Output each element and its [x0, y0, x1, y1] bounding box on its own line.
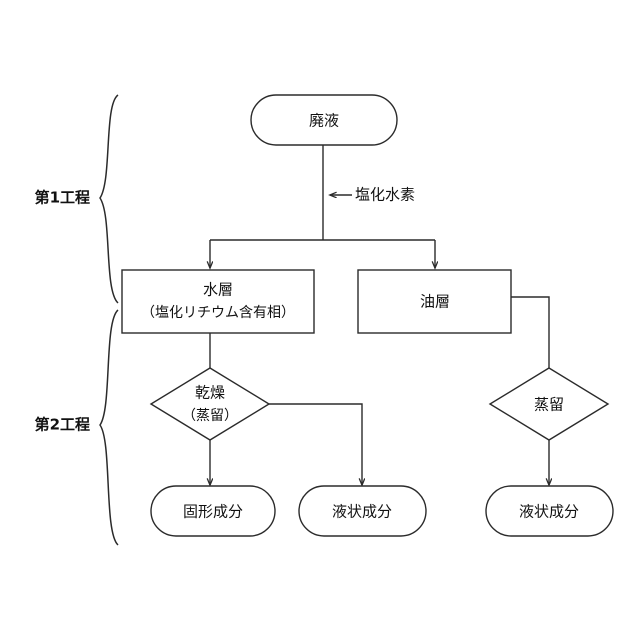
edge-label-hydrogen-chloride: 塩化水素 — [355, 186, 415, 204]
node-solid-component-shape — [150, 485, 276, 537]
node-aqueous-layer-sublabel: （塩化リチウム含有相） — [141, 305, 295, 321]
node-drying-label: 乾燥 — [195, 384, 225, 402]
node-oil-layer-label: 油層 — [420, 293, 450, 311]
node-aqueous-layer-label: 水層 — [203, 281, 233, 299]
node-drying[interactable]: 乾燥 （蒸留） — [149, 367, 271, 441]
node-liquid-component-left[interactable]: 液状成分 — [298, 485, 427, 537]
node-drying-sublabel: （蒸留） — [182, 408, 238, 424]
node-drying-shape — [149, 367, 271, 441]
node-waste-liquid-shape — [250, 94, 398, 146]
stage-2-brace — [99, 309, 119, 546]
edge-oil-to-distillation — [511, 296, 550, 368]
node-distillation[interactable]: 蒸留 — [488, 367, 610, 441]
node-liquid-component-right-shape — [485, 485, 614, 537]
node-aqueous-layer-shape — [121, 269, 315, 334]
node-distillation-label: 蒸留 — [534, 396, 564, 414]
node-waste-liquid-label: 廃液 — [309, 112, 339, 130]
node-waste-liquid[interactable]: 廃液 — [250, 94, 398, 146]
stage-1-brace — [99, 94, 119, 304]
node-solid-component[interactable]: 固形成分 — [150, 485, 276, 537]
stage-label-2: 第2工程 — [35, 416, 90, 434]
node-liquid-component-right-label: 液状成分 — [519, 503, 579, 521]
node-liquid-component-left-label: 液状成分 — [332, 503, 392, 521]
stage-label-1: 第1工程 — [35, 189, 90, 207]
edge-drying-to-liquid-left — [269, 403, 362, 485]
node-liquid-component-left-shape — [298, 485, 427, 537]
node-solid-component-label: 固形成分 — [183, 503, 243, 521]
node-oil-layer[interactable]: 油層 — [357, 269, 512, 334]
node-aqueous-layer[interactable]: 水層 （塩化リチウム含有相） — [121, 269, 315, 334]
node-liquid-component-right[interactable]: 液状成分 — [485, 485, 614, 537]
node-oil-layer-shape — [357, 269, 512, 334]
node-distillation-shape — [488, 367, 610, 441]
